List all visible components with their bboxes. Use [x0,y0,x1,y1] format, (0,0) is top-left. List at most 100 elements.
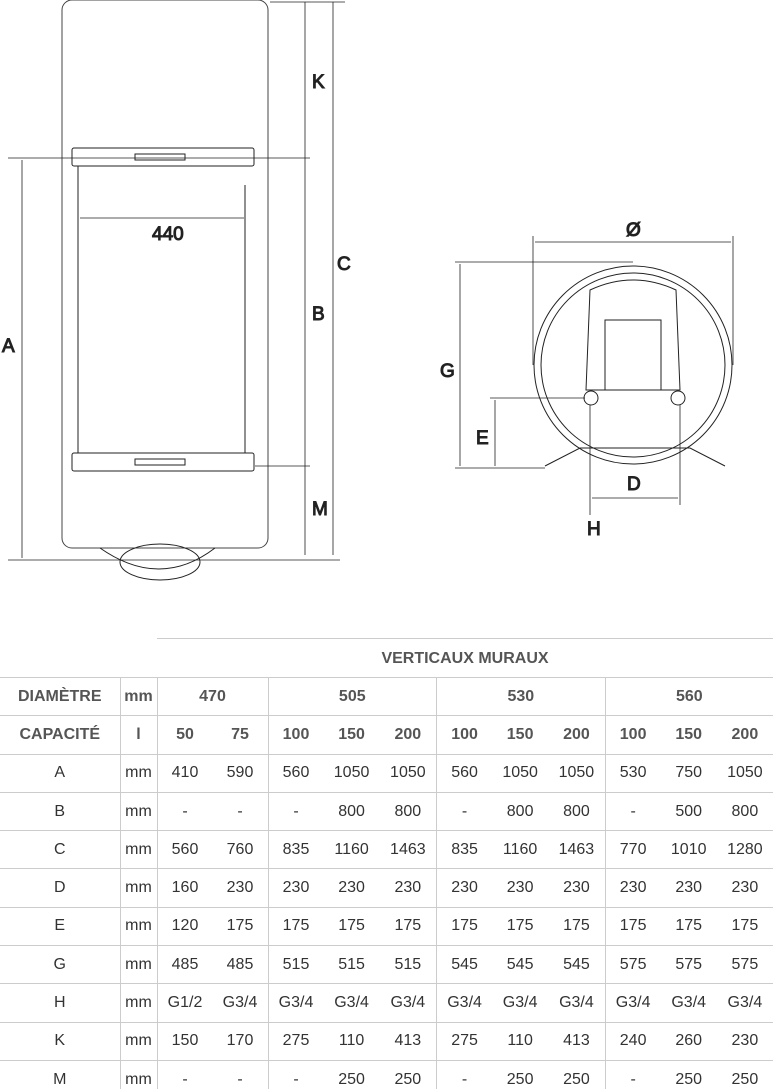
table-cell: 800 [323,791,380,831]
table-cell: 770 [604,830,661,869]
dim-label-g: G [440,361,455,382]
table-cell: 175 [212,906,268,946]
diameter-group: 505 [267,676,437,716]
unit: mm [119,791,158,831]
row-label: D [0,868,120,908]
table-cell: 230 [436,868,493,908]
table-cell: 250 [379,1059,437,1089]
table-cell: 575 [660,945,717,984]
table-cell: 1280 [716,830,773,869]
table-cell: 150 [157,1021,213,1061]
unit: mm [119,945,158,984]
side-dimensions [455,236,734,515]
table-cell: 175 [604,906,661,946]
table-cell: 515 [379,945,437,984]
table-cell: G3/4 [716,983,773,1023]
table-cell: 230 [492,868,549,908]
table-cell: - [267,1059,324,1089]
dim-label-a: A [2,336,15,357]
unit: mm [119,1059,158,1089]
table-cell: 100 [436,715,493,755]
table-cell: 1463 [379,830,437,869]
table-cell: 275 [436,1021,493,1061]
table-cell: 560 [157,830,213,869]
table-cell: 250 [660,1059,717,1089]
table-cell: G3/4 [660,983,717,1023]
table-cell: - [604,1059,661,1089]
table-cell: 1050 [716,753,773,793]
table-cell: 800 [548,791,606,831]
table-cell: 200 [548,715,606,755]
table-cell: 560 [436,753,493,793]
table-title: VERTICAUX MURAUX [157,638,773,668]
table-cell: 175 [716,906,773,946]
table-cell: 110 [492,1021,549,1061]
table-cell: 575 [604,945,661,984]
table-cell: 175 [323,906,380,946]
table-cell: 100 [604,715,661,755]
table-cell: 575 [716,945,773,984]
dim-label-d: D [627,474,641,495]
table-cell: 250 [548,1059,606,1089]
table-cell: 230 [716,1021,773,1061]
unit: mm [119,983,158,1023]
unit: mm [119,753,158,793]
row-label: G [0,945,120,984]
table-cell: 230 [716,868,773,908]
table-cell: 1050 [548,753,606,793]
dim-label-width: 440 [152,224,184,245]
row-label: CAPACITÉ [0,715,120,755]
unit: mm [119,868,158,908]
table-cell: - [604,791,661,831]
dim-label-h: H [587,519,601,540]
table-cell: 413 [548,1021,606,1061]
table-cell: 230 [548,868,606,908]
row-label: M [0,1059,120,1089]
table-cell: G3/4 [604,983,661,1023]
unit: l [119,715,158,755]
row-label: A [0,753,120,793]
table-cell: 1463 [548,830,606,869]
table-cell: 230 [379,868,437,908]
unit: mm [119,830,158,869]
row-label: E [0,906,120,946]
table-cell: 750 [660,753,717,793]
dim-label-c: C [337,254,351,275]
table-cell: G3/4 [492,983,549,1023]
table-cell: 545 [548,945,606,984]
table-cell: 515 [323,945,380,984]
diameter-group: 470 [157,676,268,716]
table-cell: 250 [492,1059,549,1089]
diameter-group: 530 [436,676,606,716]
dim-label-b: B [312,304,325,325]
table-cell: 230 [660,868,717,908]
unit: mm [119,906,158,946]
table-cell: G3/4 [267,983,324,1023]
table-cell: 200 [379,715,437,755]
table-cell: 1160 [323,830,380,869]
table-cell: 230 [604,868,661,908]
table-cell: 230 [267,868,324,908]
table-cell: G3/4 [323,983,380,1023]
table-cell: 800 [716,791,773,831]
table-cell: G3/4 [548,983,606,1023]
table-cell: - [157,1059,213,1089]
table-cell: 250 [716,1059,773,1089]
dim-label-k: K [312,72,325,93]
table-cell: G3/4 [436,983,493,1023]
table-cell: 170 [212,1021,268,1061]
row-label: C [0,830,120,869]
table-cell: 800 [379,791,437,831]
table-cell: 1050 [379,753,437,793]
table-cell: 1010 [660,830,717,869]
table-cell: 515 [267,945,324,984]
